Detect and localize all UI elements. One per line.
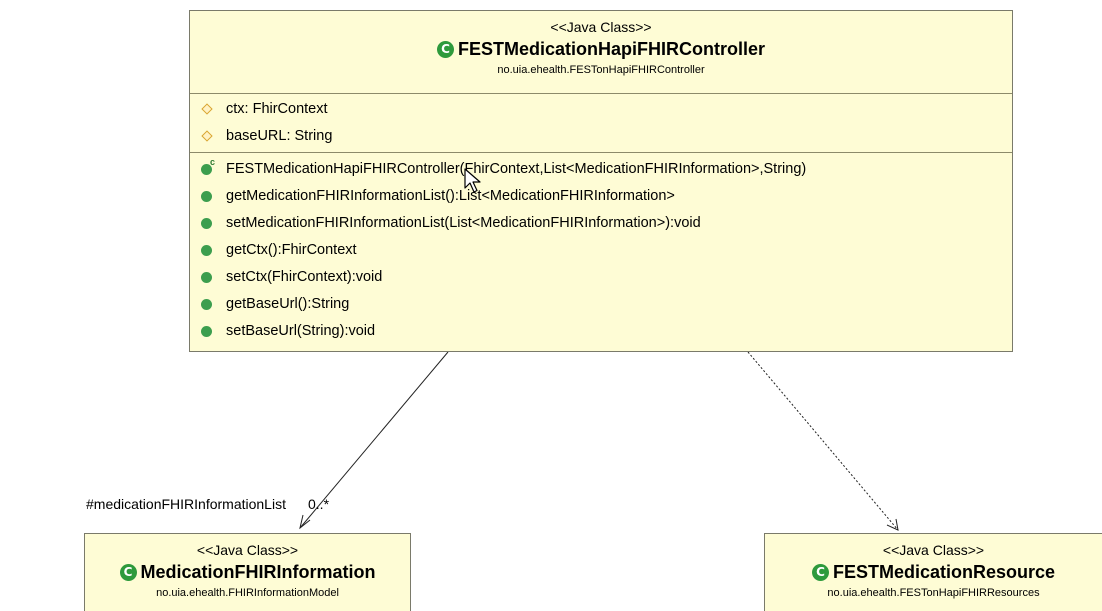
controller-class-box[interactable]: <<Java Class>> C FESTMedicationHapiFHIRC… xyxy=(189,10,1013,352)
method-text: setMedicationFHIRInformationList(List<Me… xyxy=(226,215,701,231)
fields-section: ctx: FhirContext baseURL: String xyxy=(190,93,1012,152)
field-text: baseURL: String xyxy=(226,128,333,144)
public-method-icon xyxy=(201,299,212,310)
association-role-label: #medicationFHIRInformationList xyxy=(86,496,286,512)
method-text: getBaseUrl():String xyxy=(226,296,350,312)
class-name-text: FESTMedicationResource xyxy=(832,562,1056,582)
field-baseurl[interactable]: baseURL: String xyxy=(190,123,1012,150)
method-get-base-url[interactable]: getBaseUrl():String xyxy=(190,291,1012,318)
medication-fhir-information-class-box[interactable]: <<Java Class>> C MedicationFHIRInformati… xyxy=(84,533,411,611)
method-text: getMedicationFHIRInformationList():List<… xyxy=(226,188,675,204)
method-text: FESTMedicationHapiFHIRController(FhirCon… xyxy=(226,161,807,177)
public-method-icon xyxy=(201,272,212,283)
association-multiplicity-label: 0..* xyxy=(308,496,330,512)
method-text: getCtx():FhirContext xyxy=(226,242,357,258)
association-arrowhead xyxy=(299,514,311,530)
public-method-icon xyxy=(201,164,212,175)
class-header: <<Java Class>> C FESTMedicationResource … xyxy=(765,534,1102,602)
constructor-icon: c xyxy=(210,157,216,167)
class-icon: C xyxy=(436,40,454,58)
class-icon: C xyxy=(119,563,137,581)
method-set-ctx[interactable]: setCtx(FhirContext):void xyxy=(190,264,1012,291)
method-constructor[interactable]: c FESTMedicationHapiFHIRController(FhirC… xyxy=(190,156,1012,183)
stereotype-label: <<Java Class>> xyxy=(196,542,299,558)
dependency-arrowhead xyxy=(886,518,899,531)
class-header: <<Java Class>> C MedicationFHIRInformati… xyxy=(85,534,410,602)
class-name-text: FESTMedicationHapiFHIRController xyxy=(457,39,765,59)
public-method-icon xyxy=(201,245,212,256)
method-text: setCtx(FhirContext):void xyxy=(226,269,383,285)
protected-field-icon xyxy=(201,103,213,115)
method-get-ctx[interactable]: getCtx():FhirContext xyxy=(190,237,1012,264)
field-ctx[interactable]: ctx: FhirContext xyxy=(190,96,1012,123)
mouse-cursor-icon xyxy=(464,168,481,193)
class-name-text: MedicationFHIRInformation xyxy=(140,562,376,582)
class-icon: C xyxy=(811,563,829,581)
class-name: C FESTMedicationHapiFHIRController xyxy=(436,37,765,61)
association-line xyxy=(299,351,449,529)
stereotype-label: <<Java Class>> xyxy=(882,542,985,558)
package-label: no.uia.ehealth.FHIRInformationModel xyxy=(156,587,339,599)
method-set-medication-list[interactable]: setMedicationFHIRInformationList(List<Me… xyxy=(190,210,1012,237)
method-get-medication-list[interactable]: getMedicationFHIRInformationList():List<… xyxy=(190,183,1012,210)
method-text: setBaseUrl(String):void xyxy=(226,323,376,339)
public-method-icon xyxy=(201,326,212,337)
stereotype-label: <<Java Class>> xyxy=(550,19,652,35)
dependency-line xyxy=(747,351,899,531)
method-set-base-url[interactable]: setBaseUrl(String):void xyxy=(190,318,1012,345)
class-name: C MedicationFHIRInformation xyxy=(119,560,376,584)
field-text: ctx: FhirContext xyxy=(226,101,328,117)
public-method-icon xyxy=(201,218,212,229)
methods-section: c FESTMedicationHapiFHIRController(FhirC… xyxy=(190,152,1012,345)
fest-medication-resource-class-box[interactable]: <<Java Class>> C FESTMedicationResource … xyxy=(764,533,1102,611)
package-label: no.uia.ehealth.FESTonHapiFHIRResources xyxy=(827,587,1040,599)
class-name: C FESTMedicationResource xyxy=(811,560,1056,584)
package-label: no.uia.ehealth.FESTonHapiFHIRController xyxy=(497,64,705,76)
public-method-icon xyxy=(201,191,212,202)
class-header: <<Java Class>> C FESTMedicationHapiFHIRC… xyxy=(190,11,1012,93)
protected-field-icon xyxy=(201,130,213,142)
